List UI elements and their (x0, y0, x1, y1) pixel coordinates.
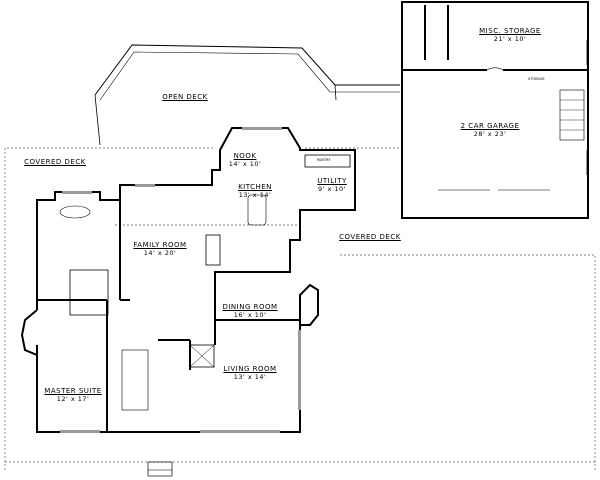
open-deck-rail (99, 51, 400, 101)
stairs (121, 349, 149, 411)
area-label-covered-deck-right: COVERED DECK (339, 233, 401, 241)
mudroom-closet (189, 344, 215, 368)
pantry-label: PANTRY (317, 158, 331, 162)
area-label-open-deck: OPEN DECK (162, 93, 208, 101)
garage-storage-label: STORAGE (528, 77, 545, 81)
pantry (304, 154, 351, 168)
front-steps (147, 461, 173, 477)
open-deck-outline (94, 44, 400, 96)
master-bay (20, 309, 38, 356)
tub (59, 205, 91, 219)
covered-deck-outline (4, 147, 596, 470)
garage-walls (401, 1, 589, 219)
area-label-covered-deck-left: COVERED DECK (24, 158, 86, 166)
windows (60, 40, 589, 433)
fireplace (205, 234, 221, 266)
kitchen-island (247, 194, 267, 226)
garage-door-swing (486, 67, 504, 71)
closet (69, 269, 109, 316)
garage-stairs (559, 89, 585, 141)
